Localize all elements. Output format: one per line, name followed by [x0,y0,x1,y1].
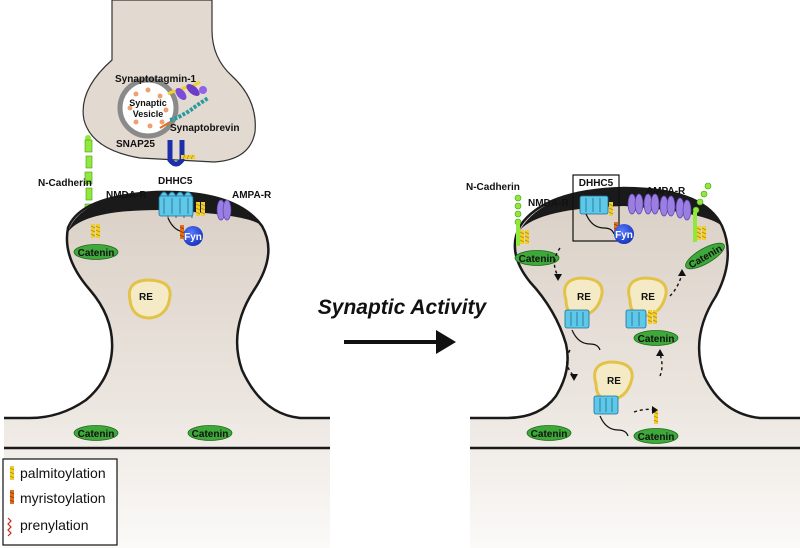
nmda-r-label-right: NMDA-R [528,198,569,209]
re-label-right-3: RE [607,376,621,387]
left-spine-membrane [4,190,330,420]
synaptotagmin-label: Synaptotagmin-1 [115,74,197,85]
dhhc5-highlight-box [572,174,620,242]
catenin-cytosol-left-2 [187,425,233,441]
legend-box [2,458,118,546]
right-dendritic-spine [470,188,800,548]
transition-arrow [344,330,456,354]
legend-myristoylation-icon [9,489,15,505]
catenin-endosome-right [633,330,679,346]
catenin-label: Catenin [192,429,229,440]
fyn-label: Fyn [184,232,202,243]
catenin-cytosol-left-1 [73,425,119,441]
nmda-r-label: NMDA-R [106,190,147,201]
synaptic-vesicle-label-2: Vesicle [133,109,164,119]
ampa-r-left [216,199,232,221]
legend-palmitoylation-icon [9,465,15,481]
legend: palmitoylation myristoylation prenylatio… [2,458,118,546]
re-label-right-1: RE [577,292,591,303]
catenin-membrane-right [514,250,560,266]
snap25-protein [167,140,196,167]
catenin-label: Catenin [78,429,115,440]
dhhc5-label-right: DHHC5 [579,178,614,189]
legend-prenylation-icon [7,517,12,537]
recycling-endosome-right-3 [593,360,634,437]
fyn-protein-right [614,224,634,244]
ampa-r-cluster [627,193,692,221]
re-label-right-2: RE [641,292,655,303]
n-cadherin-label-right: N-Cadherin [466,182,520,193]
synaptobrevin-protein [159,96,210,129]
synaptic-vesicle-label-1: Synaptic [129,98,167,108]
catenin-label: Catenin [78,248,115,259]
diagram-title: Synaptic Activity [318,296,488,319]
right-spine-membrane [470,186,800,420]
n-cadherin-label: N-Cadherin [38,178,92,189]
synaptobrevin-label: Synaptobrevin [170,123,239,134]
n-cadherin-right-2 [692,182,712,242]
recycling-endosome-right-2 [625,276,668,329]
dhhc5-protein-right [579,195,615,235]
snap25-label: SNAP25 [116,139,155,150]
n-cadherin-right [514,194,522,246]
re-label-left: RE [139,292,153,303]
catenin-label: Catenin [638,432,675,443]
catenin-label: Catenin [519,254,556,265]
legend-palmitoylation-label: palmitoylation [20,465,106,481]
dhhc5-protein [158,191,199,239]
catenin-cytosol-right-1 [526,425,572,441]
legend-prenylation-label: prenylation [20,517,89,533]
left-spine-membrane-dark [68,191,262,232]
recycling-endosome-left [127,278,172,320]
synaptotagmin-protein [167,80,207,100]
catenin-membrane-left [73,244,119,260]
recycling-endosome-right-1 [563,276,604,351]
ampa-r-label: AMPA-R [232,190,272,201]
legend-myristoylation-label: myristoylation [20,490,106,506]
vesicle-contents [127,87,169,129]
fyn-label-right: Fyn [615,230,633,241]
fyn-protein-left [183,226,203,246]
catenin-label: Catenin [638,334,675,345]
catenin-label: Catenin [531,429,568,440]
trafficking-arrowheads [554,269,686,414]
catenin-cytosol-right-2 [633,428,679,444]
ampa-r-label-right: AMPA-R [646,186,686,197]
catenin-membrane-right-2 [685,242,725,270]
dhhc5-label: DHHC5 [158,176,193,187]
